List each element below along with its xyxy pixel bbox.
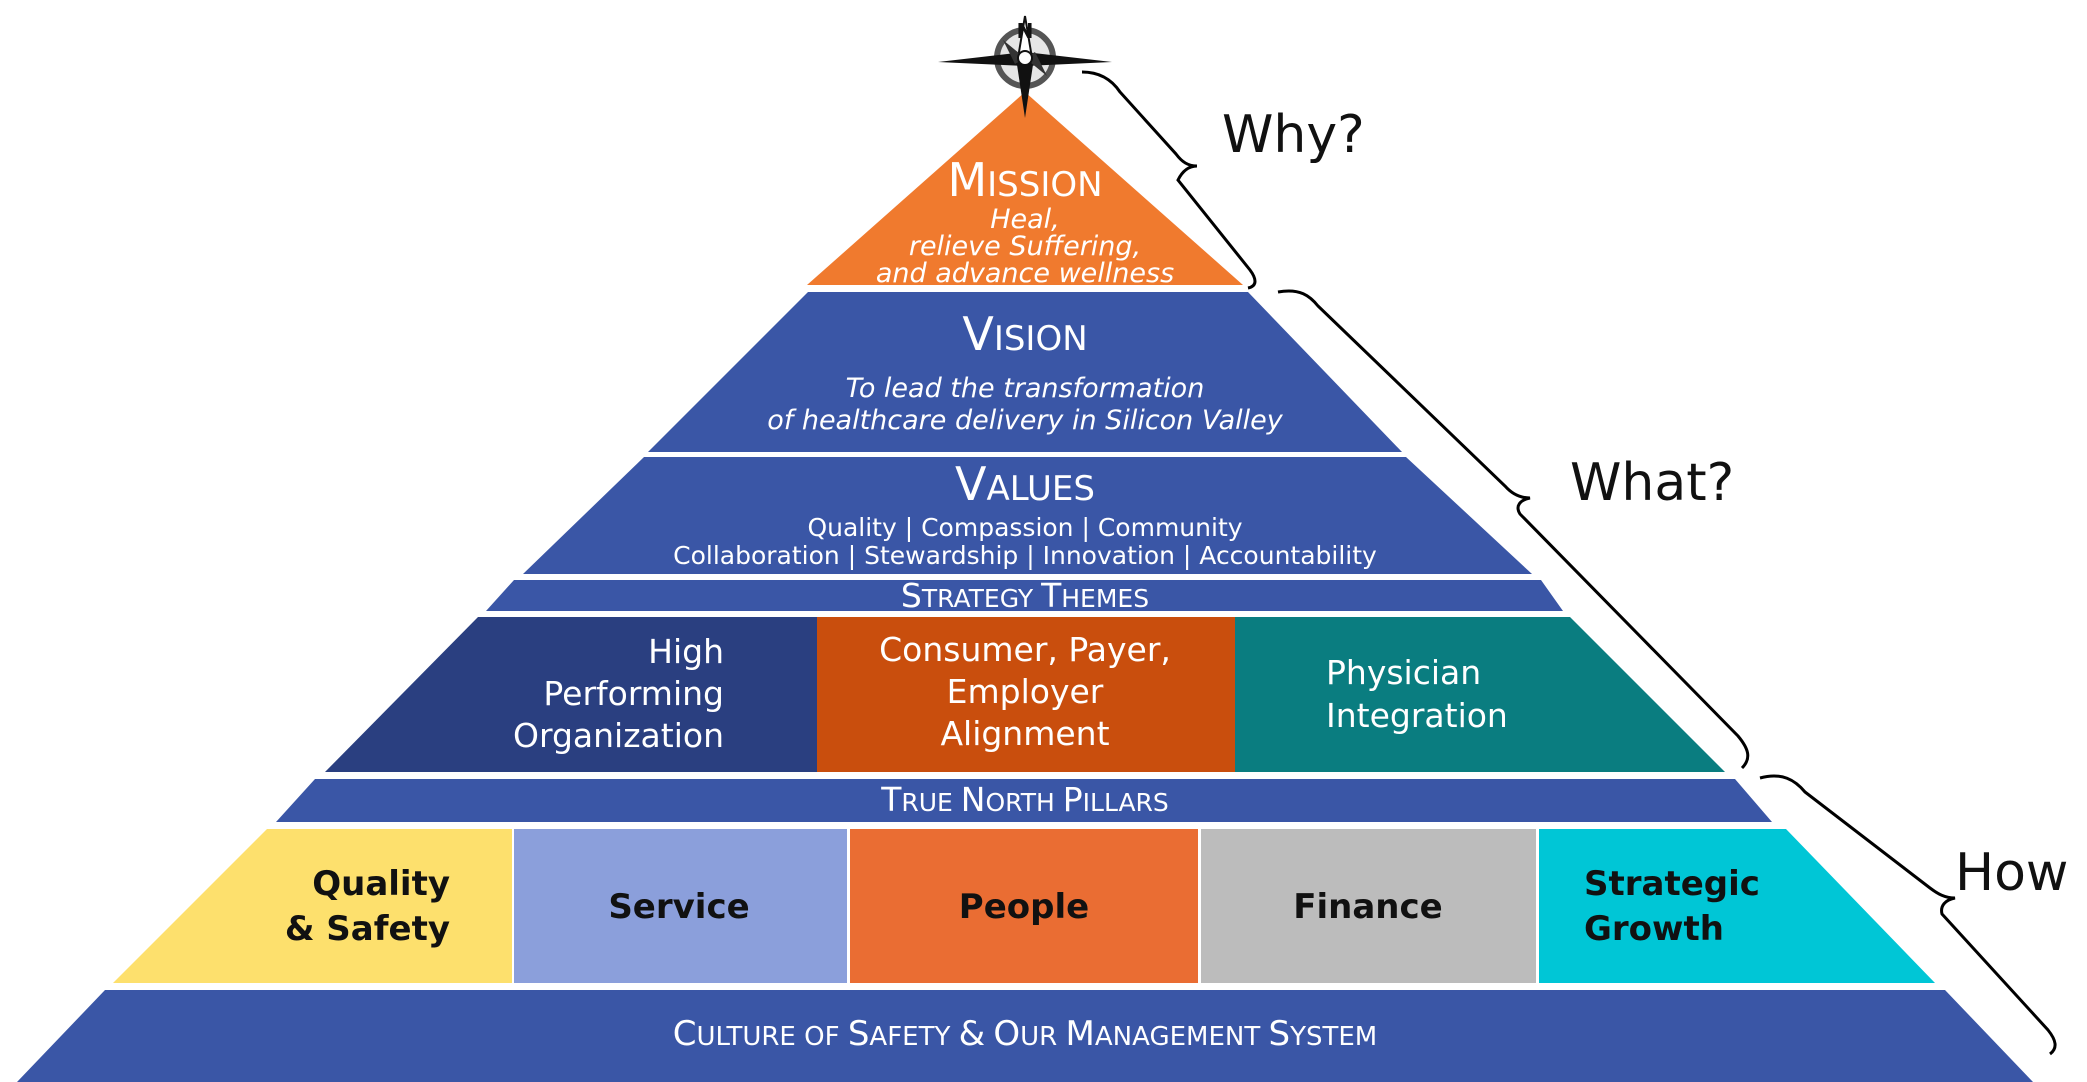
vision-title: VISION [962, 307, 1087, 361]
mission-line-1: Heal, [990, 204, 1060, 235]
mission-line-2: relieve Suffering, [909, 231, 1141, 262]
theme-consumer-line-1: Consumer, Payer, [879, 630, 1171, 669]
pillar-strategic-growth [1539, 829, 1935, 983]
values-line-2: Collaboration | Stewardship | Innovation… [673, 541, 1377, 570]
theme-high-line-1: High [648, 632, 724, 671]
theme-box-high-performing [325, 617, 817, 772]
mission-line-3: and advance wellness [876, 258, 1174, 289]
values-title: VALUES [955, 457, 1095, 511]
pillar-strategic-line-1: Strategic [1584, 864, 1760, 904]
theme-consumer-line-3: Alignment [940, 714, 1109, 753]
theme-physician-line-2: Integration [1326, 696, 1508, 735]
question-why: Why? [1222, 105, 1365, 165]
vision-tier [648, 292, 1402, 452]
values-line-1: Quality | Compassion | Community [807, 513, 1242, 542]
theme-box-consumer-alignment [817, 617, 1235, 772]
theme-box-physician-integration [1235, 617, 1725, 772]
culture-base [17, 990, 2033, 1082]
pillar-quality-line-1: Quality [312, 864, 450, 904]
mission-tier [807, 92, 1243, 285]
pillar-service [514, 829, 847, 983]
pillar-people [850, 829, 1198, 983]
pillar-quality-line-2: & Safety [285, 909, 450, 949]
pillar-strategic-line-2: Growth [1584, 909, 1724, 949]
question-what: What? [1570, 453, 1734, 513]
pillar-finance-label: Finance [1293, 887, 1442, 927]
brace-why [1081, 70, 1257, 290]
pillar-quality-safety [113, 829, 512, 983]
mission-title: MISSION [947, 153, 1102, 207]
pillar-service-label: Service [608, 887, 749, 927]
pillar-people-label: People [959, 887, 1089, 927]
brace-what [1277, 289, 1750, 770]
theme-high-line-2: Performing [543, 674, 724, 713]
strategy-themes-title: STRATEGY THEMES [901, 576, 1149, 615]
values-tier [523, 457, 1532, 574]
true-north-pillars-title: TRUE NORTH PILLARS [880, 780, 1169, 819]
theme-high-line-3: Organization [513, 716, 724, 755]
pillar-finance [1201, 829, 1536, 983]
theme-physician-line-1: Physician [1326, 653, 1481, 692]
strategy-themes-bar [486, 580, 1563, 611]
vision-line-2: of healthcare delivery in Silicon Valley [767, 405, 1284, 436]
true-north-pillars-bar [276, 779, 1772, 822]
brace-how [1759, 774, 2057, 1056]
compass-icon: N [938, 15, 1112, 118]
compass-north-label: N [1017, 19, 1034, 43]
culture-title: CULTURE OF SAFETY & OUR MANAGEMENT SYSTE… [673, 1014, 1377, 1054]
question-how: How [1955, 843, 2068, 903]
theme-consumer-line-2: Employer [947, 672, 1104, 711]
vision-line-1: To lead the transformation [846, 373, 1205, 404]
